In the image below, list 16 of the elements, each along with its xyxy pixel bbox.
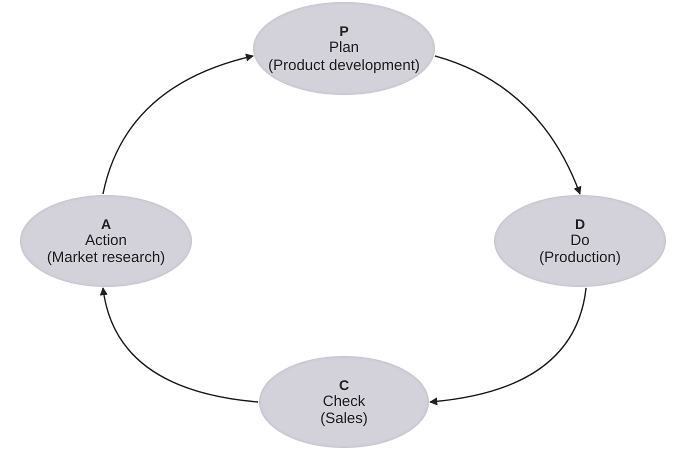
arrow: [102, 54, 254, 194]
stage-letter: C: [338, 376, 350, 393]
stage-name: Action: [85, 232, 127, 250]
stage-description: (Product development): [268, 56, 420, 74]
stage-name: Check: [322, 392, 366, 410]
arrow: [100, 287, 258, 403]
stage-description: (Sales): [320, 410, 368, 428]
stage-name: Do: [570, 232, 590, 250]
stage-letter: D: [574, 216, 586, 232]
stage-letter: P: [339, 23, 349, 40]
stage-name: Plan: [328, 39, 360, 57]
arrow: [434, 55, 581, 195]
stage-letter: A: [100, 216, 112, 232]
stage-description: (Production): [539, 249, 621, 266]
arrow: [429, 288, 587, 406]
stage-description: (Market research): [46, 249, 166, 266]
